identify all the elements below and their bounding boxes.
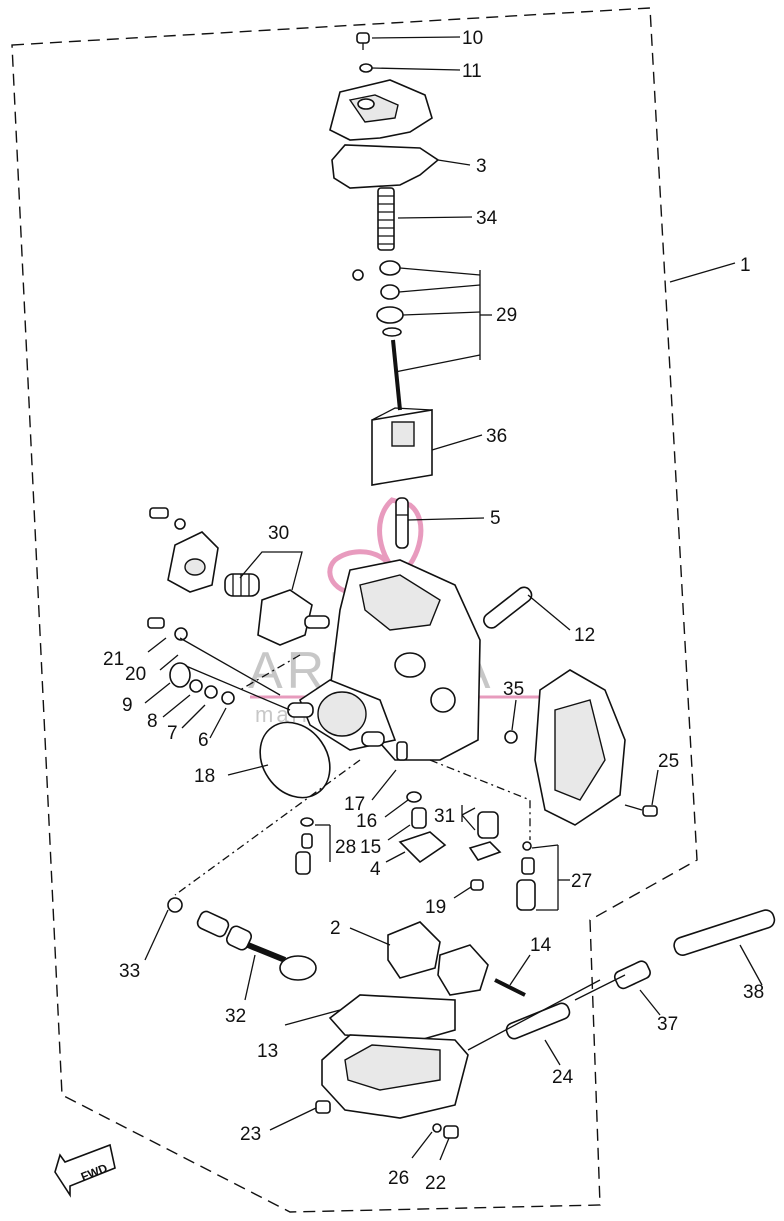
label-28: 28 (335, 837, 356, 858)
label-34: 34 (476, 208, 498, 229)
part-13-gasket (328, 994, 456, 1041)
part-36-throttle-valve (371, 407, 433, 486)
label-7: 7 (167, 723, 178, 744)
label-31: 31 (434, 806, 455, 827)
part-float-bowl (321, 1034, 469, 1119)
label-6: 6 (198, 730, 209, 751)
assembly-boundary (11, 7, 698, 1213)
part-27-pilot-screw-set (516, 841, 536, 911)
part-38-hose (673, 909, 776, 956)
label-23: 23 (240, 1124, 261, 1145)
part-side-cover (534, 669, 626, 826)
part-top-cover (329, 79, 433, 141)
part-15-main-jet (411, 807, 427, 829)
part-25-screw (642, 805, 658, 817)
label-10: 10 (462, 28, 483, 49)
part-8-spring (189, 679, 203, 693)
part-26-oring (432, 1123, 442, 1133)
part-30-cover-assembly (149, 507, 330, 646)
label-37: 37 (657, 1014, 678, 1035)
label-16: 16 (356, 811, 377, 832)
label-18: 18 (194, 766, 215, 787)
part-19-screw (470, 879, 484, 891)
label-35: 35 (503, 679, 524, 700)
label-2: 2 (330, 918, 341, 939)
part-12-pin (483, 586, 533, 629)
label-19: 19 (425, 897, 446, 918)
part-29-needle-set (352, 260, 404, 411)
label-33: 33 (119, 961, 140, 982)
part-14-float-pin (494, 978, 526, 997)
part-18-disc (259, 721, 331, 799)
label-26: 26 (388, 1168, 409, 1189)
label-12: 12 (574, 625, 595, 646)
label-9: 9 (122, 695, 133, 716)
part-33-washer (167, 897, 183, 913)
part-11-washer (359, 63, 373, 73)
label-20: 20 (125, 664, 146, 685)
part-37-joint (613, 960, 651, 990)
part-5-needle-jet (395, 497, 409, 549)
label-14: 14 (530, 935, 552, 956)
part-22-drain-screw (443, 1125, 459, 1139)
label-32: 32 (225, 1006, 246, 1027)
part-32-starter-plunger (196, 910, 317, 981)
label-4: 4 (370, 859, 381, 880)
label-3: 3 (476, 156, 487, 177)
leader-lines (144, 36, 763, 1161)
label-13: 13 (257, 1041, 278, 1062)
label-11: 11 (462, 61, 482, 82)
part-16-washer (406, 791, 422, 803)
part-2-float (387, 921, 489, 996)
part-35-plug (504, 730, 518, 744)
part-6-oring (221, 691, 235, 705)
part-9-cap (169, 662, 191, 688)
label-21: 21 (103, 649, 124, 670)
label-24: 24 (552, 1067, 574, 1088)
label-1: 1 (740, 255, 751, 276)
label-5: 5 (490, 508, 501, 529)
part-3-gasket (331, 144, 440, 189)
part-7-washer (204, 685, 218, 699)
part-34-spring (377, 187, 395, 251)
label-22: 22 (425, 1173, 446, 1194)
label-27: 27 (571, 871, 592, 892)
part-4-float-valve-seat (398, 831, 447, 864)
part-17-jet (396, 741, 408, 761)
part-1-carburetor-body (287, 559, 481, 761)
part-20-washer (174, 627, 188, 641)
part-31-valve (468, 811, 502, 861)
label-36: 36 (486, 426, 507, 447)
label-30: 30 (268, 523, 289, 544)
label-15: 15 (360, 837, 381, 858)
label-29: 29 (496, 305, 517, 326)
label-17: 17 (344, 794, 365, 815)
label-8: 8 (147, 711, 158, 732)
part-24-tube (505, 1002, 571, 1040)
part-21-screw (147, 617, 165, 629)
part-28-screw-set (295, 817, 314, 875)
label-38: 38 (743, 982, 764, 1003)
part-labels: 10 11 3 34 1 29 36 5 30 12 21 20 35 9 8 … (103, 28, 764, 1194)
part-23-screw (315, 1100, 331, 1114)
label-25: 25 (658, 751, 679, 772)
part-10-screw (356, 32, 370, 50)
fwd-arrow-icon: FWD (54, 1143, 116, 1198)
